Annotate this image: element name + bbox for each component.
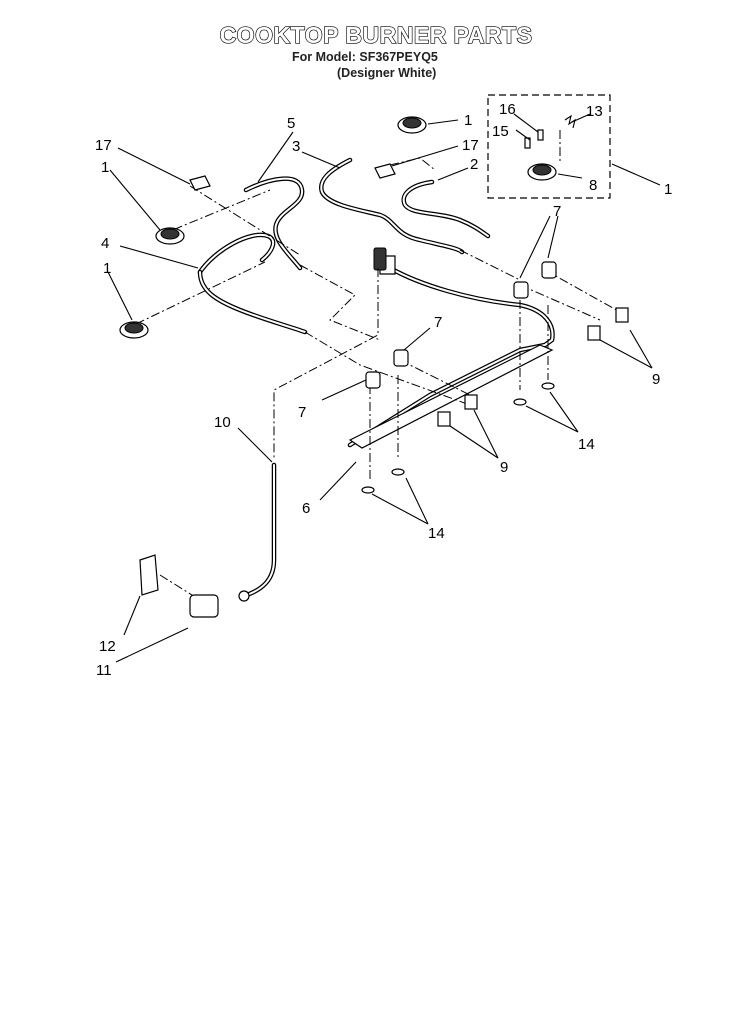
callout-15: 15 bbox=[492, 123, 509, 140]
callout-7-mid: 7 bbox=[434, 314, 442, 331]
callout-1-left-lower: 1 bbox=[103, 260, 111, 277]
callout-14-lower: 14 bbox=[428, 525, 445, 542]
callout-7-left: 7 bbox=[298, 404, 306, 421]
callout-11: 11 bbox=[96, 662, 112, 679]
callout-16: 16 bbox=[499, 101, 516, 118]
callout-1-top-burner: 1 bbox=[464, 112, 472, 129]
burner-head-icons bbox=[119, 116, 557, 339]
gas-tubes bbox=[197, 157, 555, 599]
callout-17-left: 17 bbox=[95, 137, 112, 154]
callout-1-right: 1 bbox=[664, 181, 672, 198]
page-title: COOKTOP BURNER PARTS bbox=[219, 21, 533, 48]
burner-assembly-box bbox=[487, 94, 611, 199]
color-subtitle: (Designer White) bbox=[337, 66, 437, 80]
callout-3: 3 bbox=[292, 138, 300, 155]
foot-icons bbox=[361, 382, 555, 494]
clip-icons bbox=[437, 307, 629, 427]
callout-4: 4 bbox=[101, 235, 109, 252]
callout-17-right: 17 bbox=[462, 137, 479, 154]
construction-lines bbox=[135, 130, 621, 601]
leader-lines bbox=[107, 113, 661, 663]
callout-7-upper: 7 bbox=[553, 203, 561, 220]
model-subtitle: For Model: SF367PEYQ5 bbox=[292, 50, 438, 64]
valve-and-bracket-icons bbox=[139, 554, 250, 618]
callout-5: 5 bbox=[287, 115, 295, 132]
bracket-icons bbox=[189, 114, 576, 191]
callout-1-left-upper: 1 bbox=[101, 159, 109, 176]
callout-14-right: 14 bbox=[578, 436, 595, 453]
manifold-bar bbox=[348, 247, 554, 449]
callout-10: 10 bbox=[214, 414, 231, 431]
callout-9-mid: 9 bbox=[500, 459, 508, 476]
callout-9-right: 9 bbox=[652, 371, 660, 388]
callout-8: 8 bbox=[589, 177, 597, 194]
callout-12: 12 bbox=[99, 638, 116, 655]
orifice-valve-icons bbox=[365, 261, 557, 389]
callout-13: 13 bbox=[586, 103, 603, 120]
callout-numbers: 1 16 13 5 15 17 3 17 1 2 8 1 7 4 1 7 9 7… bbox=[95, 101, 672, 679]
callout-6: 6 bbox=[302, 500, 310, 517]
callout-2: 2 bbox=[470, 156, 478, 173]
